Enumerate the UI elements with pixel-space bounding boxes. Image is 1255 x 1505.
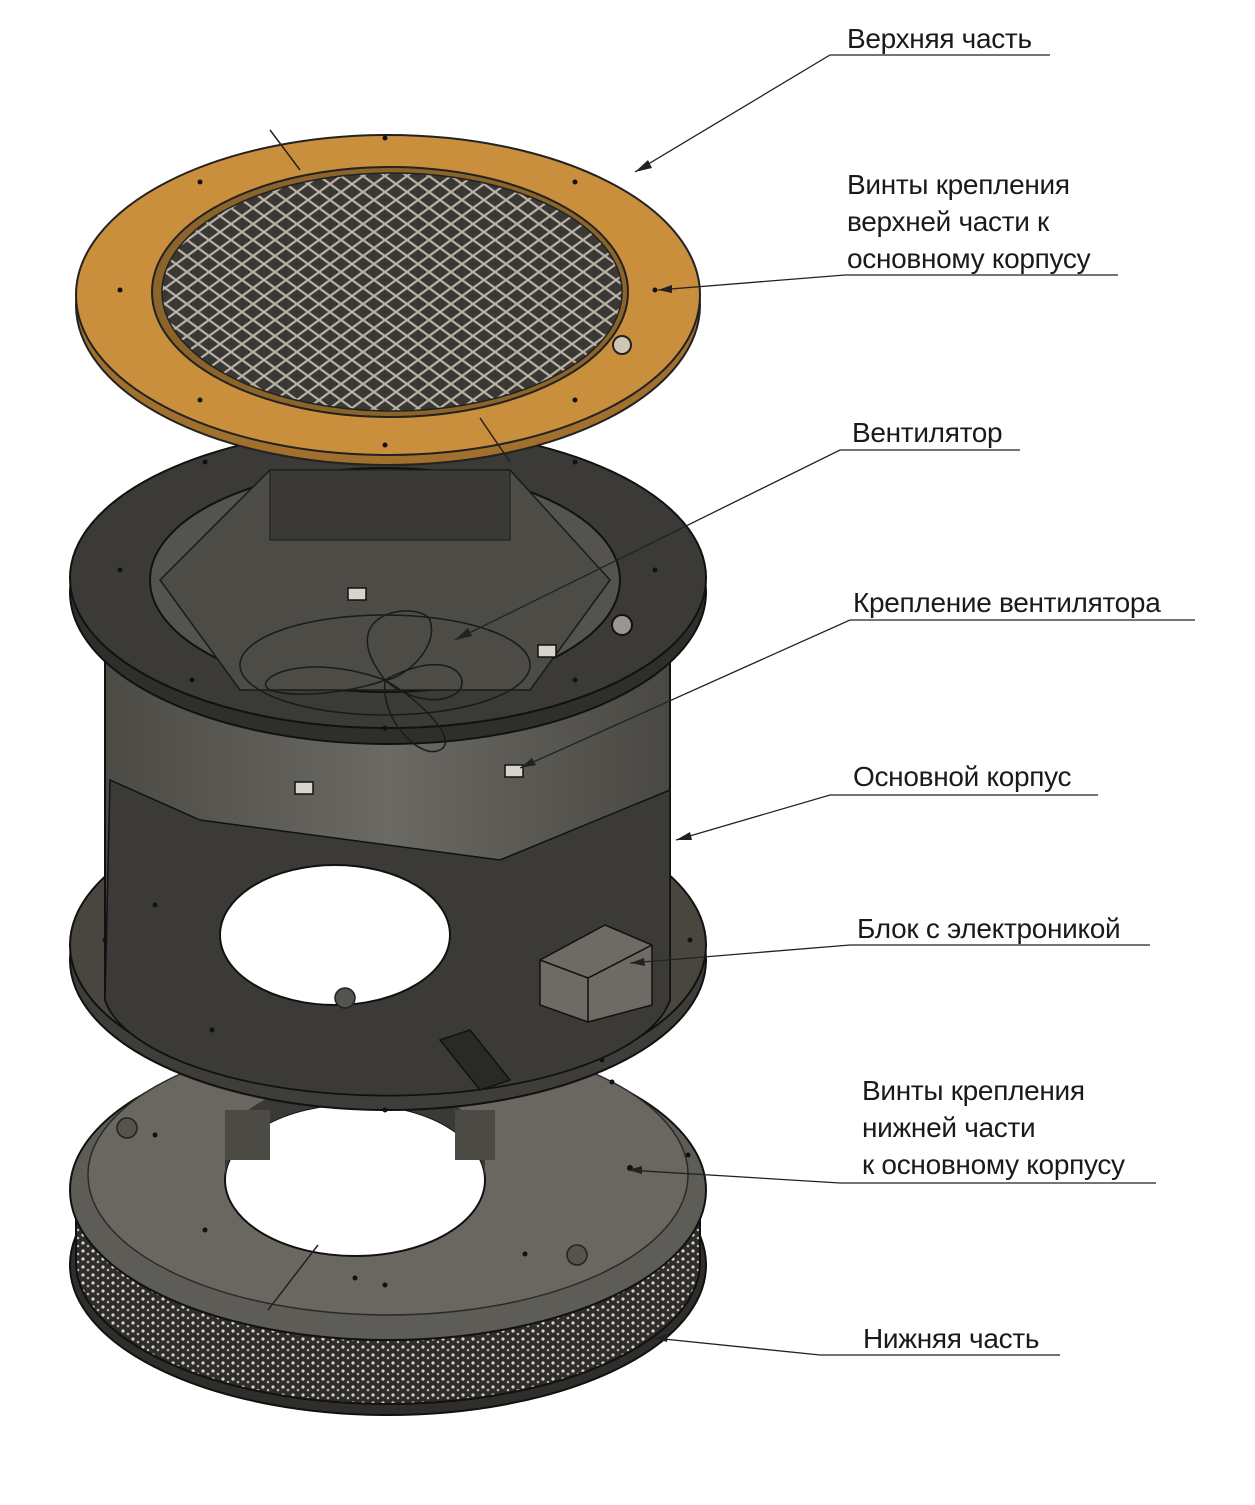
label-fan: Вентилятор (852, 417, 1003, 448)
fan-blades (264, 610, 463, 753)
label-electronics: Блок с электроникой (857, 913, 1121, 944)
label-fan-mount: Крепление вентилятора (853, 587, 1161, 618)
label-bottom-part: Нижняя часть (863, 1323, 1040, 1354)
label-main-body: Основной корпус (853, 761, 1072, 792)
label-bottom-screws-line-1: Винты крепления (862, 1075, 1085, 1106)
label-bottom-screws-line-3: к основному корпусу (862, 1149, 1125, 1180)
top-part (75, 129, 701, 466)
label-top-screws-line-2: верхней части к (847, 206, 1050, 237)
label-top-screws-line-3: основному корпусу (847, 243, 1091, 274)
label-top-screws: Винты крепления верхней части к основном… (847, 166, 1091, 277)
bottom-part (69, 1034, 707, 1416)
label-bottom-screws-line-2: нижней части (862, 1112, 1036, 1143)
main-body (69, 427, 707, 1113)
leader-arrowheads (455, 160, 692, 1342)
label-bottom-screws: Винты крепления нижней части к основному… (862, 1072, 1125, 1183)
label-top-screws-line-1: Винты крепления (847, 169, 1070, 200)
electronics-box (539, 924, 653, 1023)
label-top-part: Верхняя часть (847, 23, 1032, 54)
leader-lines (454, 54, 1195, 1356)
